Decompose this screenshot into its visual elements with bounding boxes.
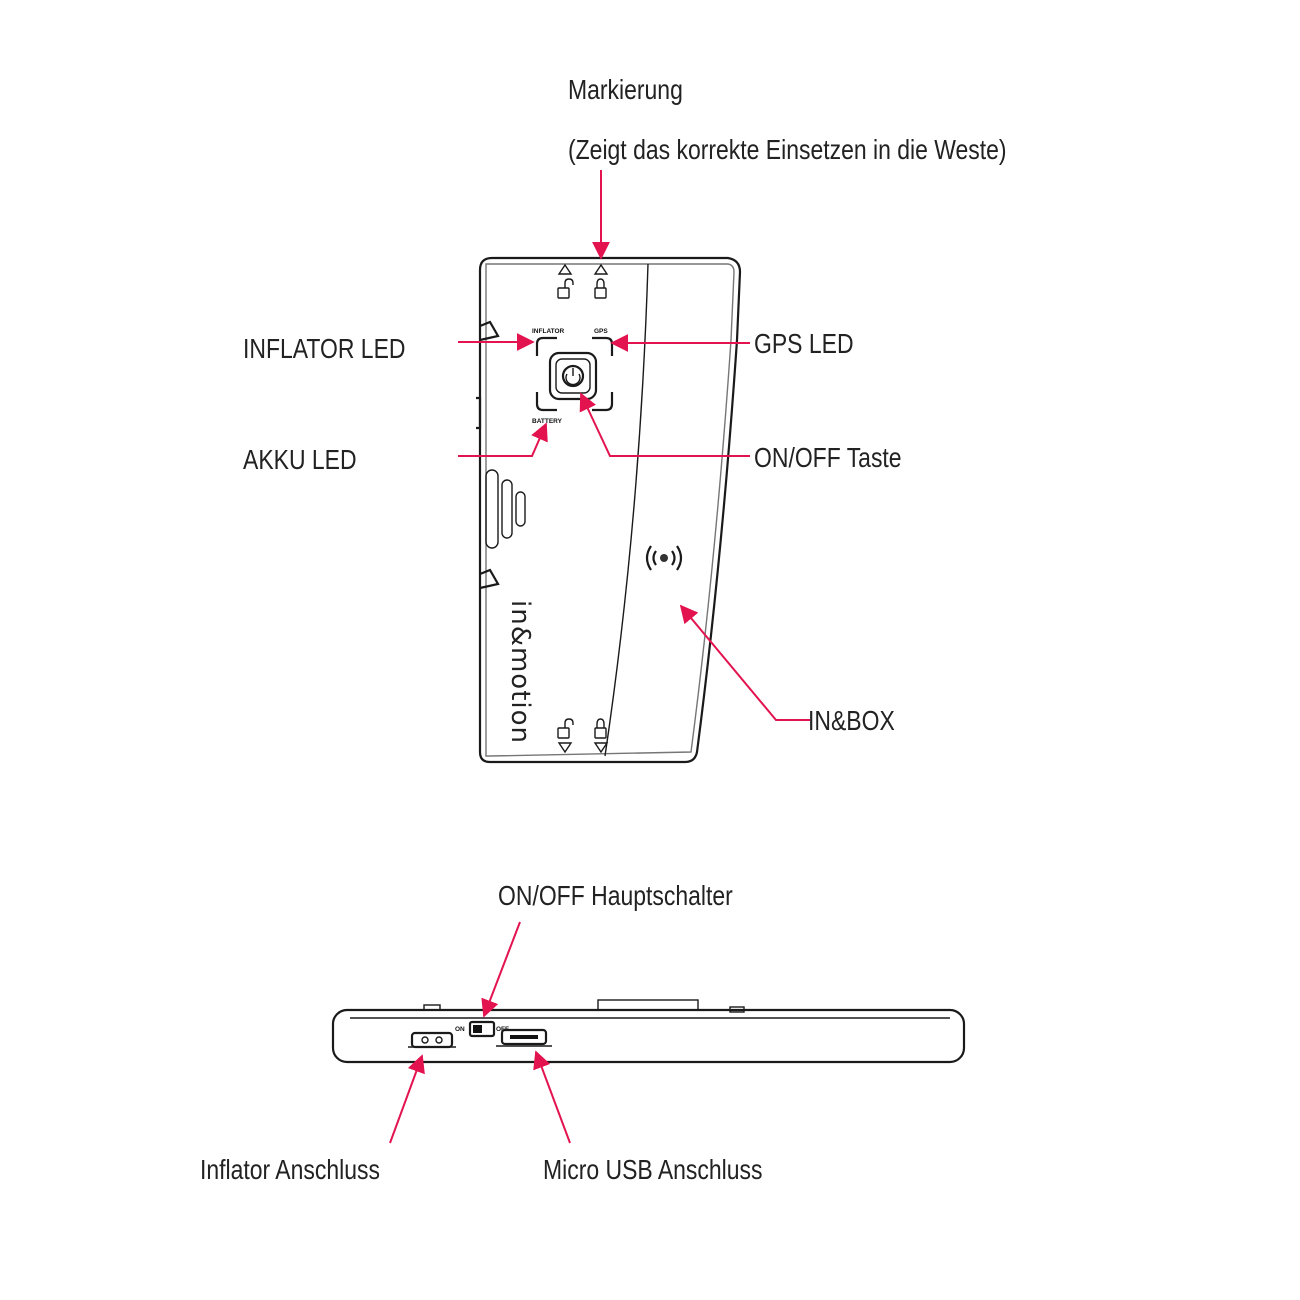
arrow-up-icon bbox=[557, 263, 573, 275]
gps-led-label: GPS LED bbox=[754, 328, 854, 359]
main-switch-label: ON/OFF Hauptschalter bbox=[498, 880, 733, 911]
led-cluster: INFLATOR GPS BATTERY bbox=[532, 328, 614, 425]
inflator-led-label: INFLATOR LED bbox=[243, 333, 406, 364]
power-icon bbox=[561, 364, 585, 388]
usb-port-label: Micro USB Anschluss bbox=[543, 1154, 763, 1185]
callout-lines bbox=[389, 170, 810, 1144]
power-button[interactable] bbox=[548, 351, 598, 401]
gps-print: GPS bbox=[594, 328, 608, 335]
switch-on-print: ON bbox=[455, 1026, 465, 1033]
lock-open-icon bbox=[557, 718, 574, 739]
usb-port[interactable] bbox=[496, 1028, 552, 1047]
brand-logo: in&motion bbox=[505, 600, 535, 744]
inflator-port[interactable] bbox=[408, 1031, 456, 1049]
battery-led-label: AKKU LED bbox=[243, 444, 357, 475]
device-side-view bbox=[331, 999, 966, 1064]
device-front-view bbox=[476, 256, 742, 764]
marking-title: Markierung bbox=[568, 74, 683, 105]
battery-print: BATTERY bbox=[532, 418, 563, 425]
power-button-label: ON/OFF Taste bbox=[754, 442, 902, 473]
lock-closed-icon bbox=[594, 718, 607, 739]
inbox-label: IN&BOX bbox=[808, 705, 895, 736]
marking-note: (Zeigt das korrekte Einsetzen in die Wes… bbox=[568, 134, 1007, 165]
arrow-down-icon bbox=[593, 742, 609, 754]
inflator-port-label: Inflator Anschluss bbox=[200, 1154, 380, 1185]
arrow-down-icon bbox=[557, 742, 573, 754]
wireless-signal-icon bbox=[645, 545, 683, 571]
lock-closed-icon bbox=[594, 278, 607, 299]
lock-open-icon bbox=[557, 278, 574, 299]
inflator-print: INFLATOR bbox=[532, 328, 565, 335]
arrow-up-icon bbox=[593, 263, 609, 275]
